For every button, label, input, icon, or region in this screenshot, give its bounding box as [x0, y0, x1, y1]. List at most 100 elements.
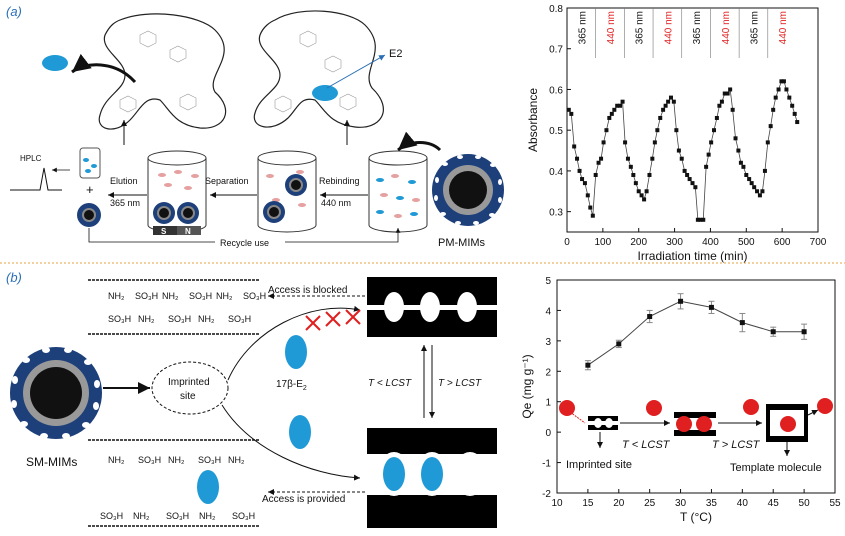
chart1-point-16 [609, 111, 614, 116]
pore-open [367, 428, 497, 528]
chart1-point-61 [730, 107, 735, 112]
chart1-point-10 [593, 172, 598, 177]
chart1-point-19 [618, 103, 623, 108]
chart1-xtick-1: 100 [595, 237, 612, 248]
chart1-point-44 [685, 172, 690, 177]
chart1-point-48 [695, 217, 700, 222]
chart1-xtick-3: 300 [666, 237, 683, 248]
chart1-point-3 [575, 156, 580, 161]
chart1-xtick-7: 700 [810, 237, 827, 248]
chart1-point-70 [755, 189, 760, 194]
chart1-xtick-2: 200 [630, 237, 647, 248]
chart1-point-40 [674, 128, 679, 133]
chart2-xtick-9: 55 [829, 498, 841, 509]
chart1-ylabel: Absorbance [526, 88, 540, 152]
e2-molecule-bound [312, 85, 338, 101]
rebinding-label: Rebinding [319, 176, 360, 186]
chart1-band-label-1: 440 nm [606, 11, 617, 44]
chem-top-row2-4: SO₃H [228, 314, 251, 324]
inset-imprinted-site: Imprinted site [566, 459, 632, 471]
chart1-point-50 [701, 217, 706, 222]
chart2-xtick-2: 20 [613, 498, 625, 509]
chart1-point-72 [760, 189, 765, 194]
chart2-point-2 [647, 314, 653, 320]
chart2-xtick-7: 45 [768, 498, 780, 509]
chart2-xtick-8: 50 [799, 498, 811, 509]
chart1-ytick-4: 0.7 [549, 45, 563, 56]
chart2-ytick-3: 1 [545, 398, 551, 409]
chart2-inset [559, 398, 833, 456]
chart1-point-53 [709, 140, 714, 145]
chart1-point-33 [655, 128, 660, 133]
chart1-point-56 [717, 103, 722, 108]
e2-molecule-released [42, 55, 68, 71]
surface-bottom [88, 439, 260, 527]
chart1-point-66 [744, 172, 749, 177]
inset-template-molecule: Template molecule [730, 462, 822, 474]
chart1-point-34 [658, 115, 663, 120]
chart1-point-57 [719, 99, 724, 104]
chart1-point-65 [741, 164, 746, 169]
path-to-provided [221, 404, 361, 481]
chart1-point-42 [679, 156, 684, 161]
chart2-ytick-1: -1 [542, 459, 551, 470]
chart1-frame [566, 7, 819, 233]
e2-pointer [326, 54, 386, 89]
chem-bot-row1-4: NH₂ [228, 455, 245, 465]
chart1-xtick-4: 400 [702, 237, 719, 248]
chart1-point-80 [781, 79, 786, 84]
cylinder-elution [147, 150, 207, 235]
chart2-ylabel: Qe (mg g⁻¹) [520, 354, 534, 418]
molecule-structures [119, 30, 357, 113]
recycle-label: Recycle use [220, 238, 269, 248]
chart1-point-8 [588, 205, 593, 210]
chart1-point-30 [647, 172, 652, 177]
chart2-ytick-0: -2 [542, 489, 551, 500]
chart1-point-69 [752, 185, 757, 190]
chart1-point-27 [639, 193, 644, 198]
blocked-x-marks [305, 309, 361, 331]
chart1-ytick-2: 0.5 [549, 126, 563, 137]
chart1-point-54 [712, 128, 717, 133]
chart1-point-24 [631, 172, 636, 177]
chem-top-row2-2: SO₃H [168, 314, 191, 324]
chart1-xtick-6: 600 [774, 237, 791, 248]
chart1-point-28 [642, 197, 647, 202]
inset-t-lt: T < LCST [622, 439, 671, 451]
chart2-xtick-0: 10 [551, 498, 563, 509]
chart1-band-label-0: 365 nm [577, 11, 588, 44]
chart1-point-17 [612, 107, 617, 112]
hplc-peak-icon [10, 167, 62, 191]
chart1-point-35 [661, 107, 666, 112]
sm-mims-particle [10, 347, 102, 439]
chart1-point-79 [779, 79, 784, 84]
chart1-point-49 [698, 217, 703, 222]
rebinding-nm: 440 nm [321, 198, 351, 208]
chart1-band-label-7: 440 nm [778, 11, 789, 44]
chart1-point-4 [577, 168, 582, 173]
panel-a-label: (a) [6, 4, 22, 19]
chart1-band-label-5: 440 nm [721, 11, 732, 44]
chart1-point-23 [628, 164, 633, 169]
chart1-point-12 [599, 156, 604, 161]
chem-bot-row2-2: SO₃H [166, 511, 189, 521]
chart1-point-32 [652, 140, 657, 145]
chart1-point-37 [666, 99, 671, 104]
chart1-band-label-4: 365 nm [692, 11, 703, 44]
chart1-point-71 [757, 193, 762, 198]
chem-top-row2-1: NH₂ [138, 314, 155, 324]
chart2-point-3 [678, 298, 684, 304]
chem-top-row1-2: NH₂ [162, 291, 179, 301]
chart1-point-78 [776, 87, 781, 92]
e2-label: E2 [389, 48, 402, 60]
chart1-point-2 [572, 144, 577, 149]
chem-bot-row2-0: SO₃H [100, 511, 123, 521]
chart1-ytick-0: 0.3 [549, 208, 563, 219]
e2-label-b: 17β-E2 [276, 379, 307, 392]
chart2-xlabel: T (°C) [680, 510, 712, 524]
cylinder-rebinding [368, 150, 428, 233]
chart1-point-22 [625, 156, 630, 161]
panel-b-label: (b) [6, 270, 22, 285]
chem-bot-row2-1: NH₂ [133, 511, 150, 521]
